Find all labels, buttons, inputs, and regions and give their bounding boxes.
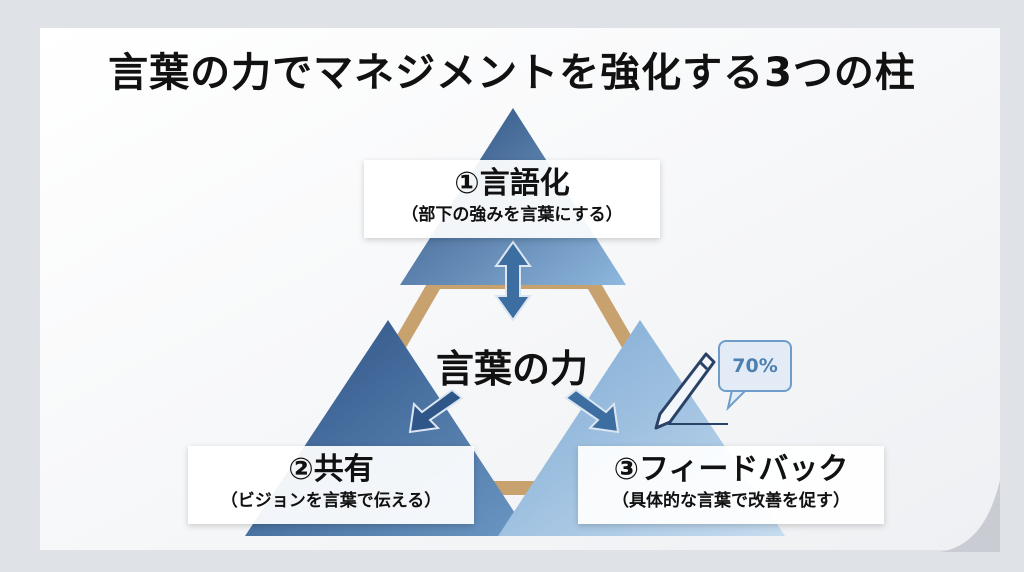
pillar-subtitle: （部下の強みを言葉にする） bbox=[401, 205, 623, 225]
pillar-card-verbalization: ①言語化 （部下の強みを言葉にする） bbox=[364, 160, 660, 238]
pillar-card-sharing: ②共有 （ビジョンを言葉で伝える） bbox=[188, 446, 474, 524]
pillar-card-feedback: ③フィードバック （具体的な言葉で改善を促す） bbox=[578, 446, 884, 524]
pillar-subtitle: （ビジョンを言葉で伝える） bbox=[220, 491, 442, 511]
center-label: 言葉の力 bbox=[435, 347, 588, 391]
pillar-subtitle: （具体的な言葉で改善を促す） bbox=[612, 491, 850, 511]
pillar-title: ③フィードバック bbox=[613, 452, 849, 487]
page-curl bbox=[940, 480, 1000, 552]
double-arrow-icon bbox=[494, 240, 532, 322]
pillar-title: ①言語化 bbox=[454, 166, 570, 201]
progress-bubble: 70% bbox=[718, 340, 792, 392]
arrow-left-icon bbox=[408, 388, 464, 434]
pillar-title: ②共有 bbox=[288, 452, 374, 487]
arrow-right-icon bbox=[564, 388, 620, 434]
pen-icon bbox=[654, 352, 728, 430]
page-title: 言葉の力でマネジメントを強化する3つの柱 bbox=[108, 50, 916, 96]
